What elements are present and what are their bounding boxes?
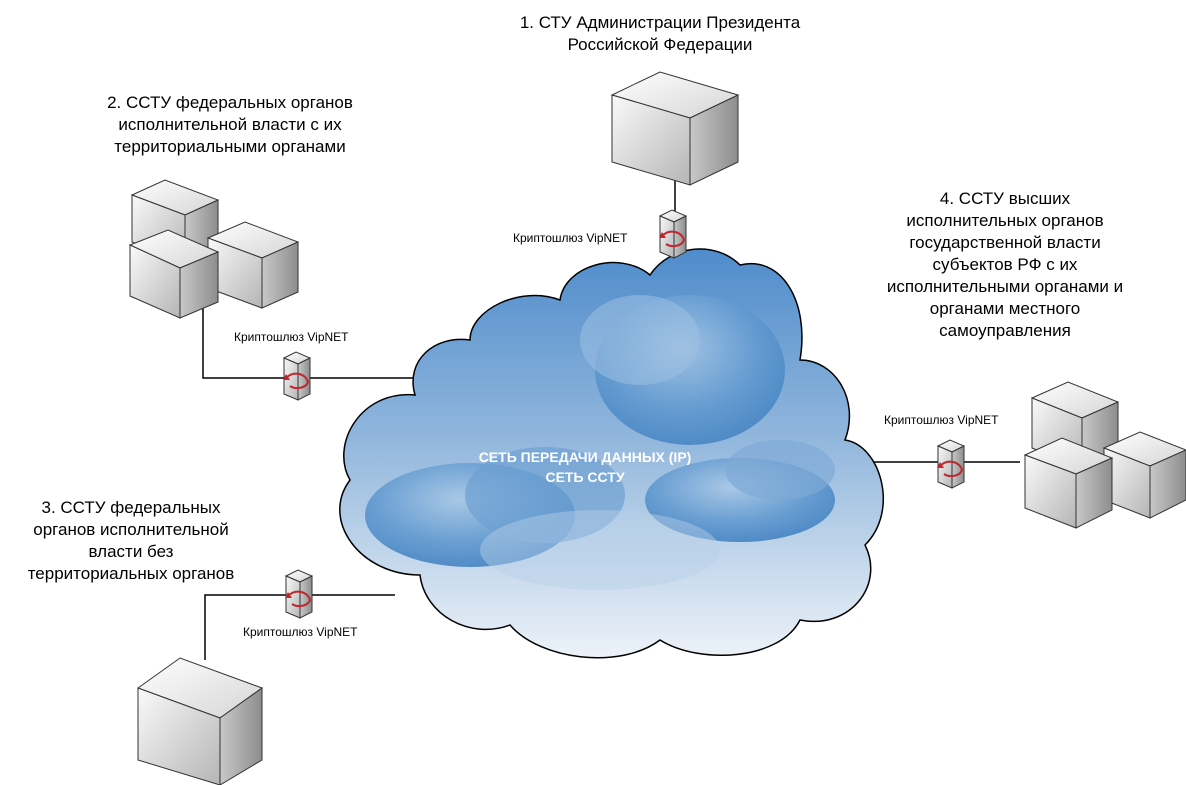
server-box-icon — [128, 229, 220, 319]
node3-label-line: органов исполнительной — [33, 520, 229, 539]
server-box-icon — [610, 71, 740, 186]
server-box-icon — [136, 657, 264, 785]
node2-label-line: территориальными органами — [114, 137, 346, 156]
crypto-gateway-icon — [658, 209, 688, 259]
node4-label-line: субъектов РФ с их — [932, 255, 1078, 274]
gateway-label-node2: Криптошлюз VipNET — [234, 330, 349, 344]
node3-label-line: территориальных органов — [27, 564, 235, 583]
crypto-gateway-icon — [282, 351, 312, 401]
cloud-puff — [480, 510, 720, 590]
node4-label-line: органами местного — [929, 299, 1081, 318]
server-box-icon — [206, 221, 300, 309]
network-cloud — [339, 248, 885, 659]
gateway-label-node1: Криптошлюз VipNET — [513, 231, 628, 245]
node2-label: 2. ССТУ федеральных органов исполнительн… — [50, 92, 410, 158]
crypto-gateway-icon — [936, 439, 966, 489]
node2-label-line: исполнительной власти с их — [118, 115, 342, 134]
servers — [128, 71, 1186, 785]
node2-label-line: 2. ССТУ федеральных органов — [107, 93, 353, 112]
node3-label-line: 3. ССТУ федеральных — [41, 498, 221, 517]
gateways — [282, 209, 966, 619]
node4-label: 4. ССТУ высших исполнительных органов го… — [855, 188, 1155, 342]
node4-label-line: самоуправления — [939, 321, 1071, 340]
node4-label-line: исполнительных органов — [906, 211, 1104, 230]
node3-label-line: власти без — [88, 542, 174, 561]
node1-label-line: Российской Федерации — [567, 35, 753, 54]
node4-label-line: исполнительными органами и — [886, 277, 1124, 296]
gateway-label-node4: Криптошлюз VipNET — [884, 413, 999, 427]
node1-label: 1. СТУ Администрации Президента Российск… — [470, 12, 850, 56]
cloud-title-line1: СЕТЬ ПЕРЕДАЧИ ДАННЫХ (IP) — [478, 449, 692, 465]
node1-label-line: 1. СТУ Администрации Президента — [519, 13, 801, 32]
cloud-title: СЕТЬ ПЕРЕДАЧИ ДАННЫХ (IP) СЕТЬ ССТУ — [455, 447, 715, 487]
node3-label: 3. ССТУ федеральных органов исполнительн… — [0, 497, 262, 585]
cloud-puff — [725, 440, 835, 500]
cloud-puff — [580, 295, 700, 385]
node4-label-line: 4. ССТУ высших — [939, 189, 1071, 208]
node4-label-line: государственной власти — [909, 233, 1101, 252]
cloud-puff — [465, 447, 625, 543]
link-node2 — [202, 300, 420, 379]
cloud-title-line2: СЕТЬ ССТУ — [545, 469, 625, 485]
link-node3 — [204, 594, 395, 660]
server-box-icon — [1023, 437, 1114, 529]
server-box-icon — [1102, 431, 1186, 519]
crypto-gateway-icon — [284, 569, 314, 619]
gateway-label-node3: Криптошлюз VipNET — [243, 625, 358, 639]
